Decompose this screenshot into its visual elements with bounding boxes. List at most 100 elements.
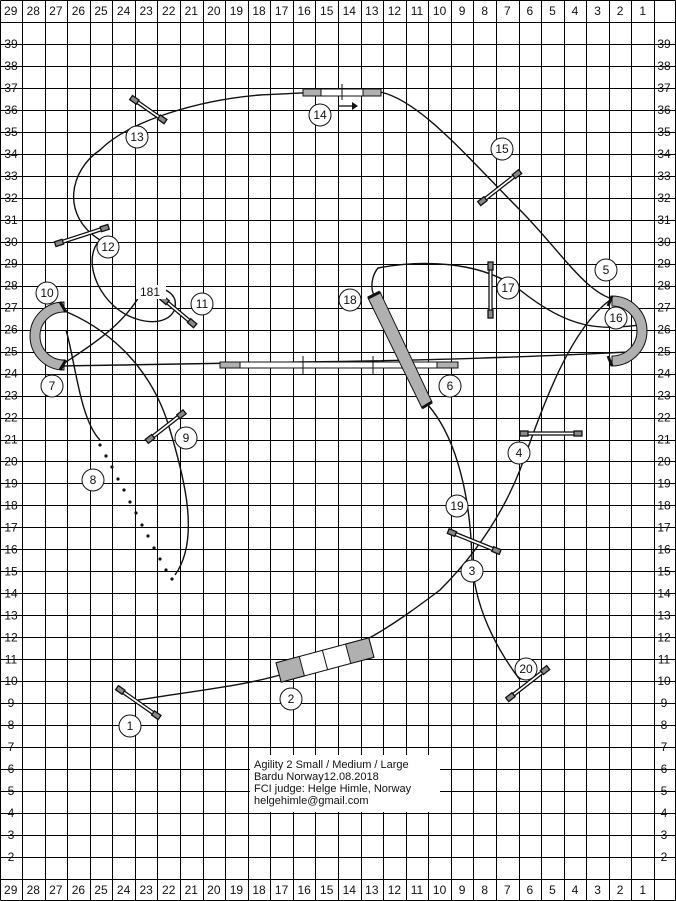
row-label-right: 7 (661, 740, 668, 754)
row-label-left: 9 (8, 696, 15, 710)
column-label-bottom: 1 (639, 883, 646, 897)
column-label-top: 15 (320, 4, 334, 18)
column-label-bottom: 9 (459, 883, 466, 897)
marker-181: 181 (140, 285, 160, 299)
aframe (275, 637, 375, 683)
jumps (53, 94, 583, 721)
number-17: 17 (496, 276, 520, 300)
column-label-bottom: 2 (617, 883, 624, 897)
row-label-right: 3 (661, 828, 668, 842)
number-19: 19 (445, 494, 469, 518)
column-label-bottom: 27 (49, 883, 63, 897)
row-label-right: 36 (657, 103, 671, 117)
number-10: 10 (35, 281, 59, 305)
column-label-bottom: 17 (275, 883, 289, 897)
row-label-right: 37 (657, 81, 671, 95)
row-label-right: 14 (657, 586, 671, 600)
row-label-left: 29 (4, 257, 18, 271)
row-label-left: 37 (4, 81, 18, 95)
column-label-top: 4 (572, 4, 579, 18)
column-label-bottom: 10 (433, 883, 447, 897)
row-label-right: 4 (661, 806, 668, 820)
row-label-left: 10 (4, 674, 18, 688)
row-label-left: 26 (4, 323, 18, 337)
column-label-bottom: 7 (504, 883, 511, 897)
column-label-top: 23 (139, 4, 153, 18)
row-label-left: 17 (4, 520, 18, 534)
column-label-top: 3 (594, 4, 601, 18)
row-label-right: 32 (657, 191, 671, 205)
column-label-bottom: 20 (207, 883, 221, 897)
svg-text:15: 15 (495, 142, 509, 156)
row-label-right: 33 (657, 169, 671, 183)
column-label-top: 24 (117, 4, 131, 18)
svg-text:14: 14 (313, 108, 327, 122)
row-label-left: 25 (4, 345, 18, 359)
row-label-left: 38 (4, 59, 18, 73)
row-label-right: 5 (661, 784, 668, 798)
row-label-right: 10 (657, 674, 671, 688)
row-label-left: 27 (4, 301, 18, 315)
column-label-bottom: 5 (549, 883, 556, 897)
column-label-top: 10 (433, 4, 447, 18)
row-label-left: 19 (4, 476, 18, 490)
svg-text:10: 10 (40, 286, 54, 300)
course-info: Agility 2 Small / Medium / Large Bardu N… (250, 755, 440, 812)
row-label-right: 20 (657, 455, 671, 469)
column-label-bottom: 19 (230, 883, 244, 897)
row-label-left: 15 (4, 564, 18, 578)
column-label-bottom: 24 (117, 883, 131, 897)
svg-text:4: 4 (516, 446, 523, 460)
row-label-right: 38 (657, 59, 671, 73)
svg-text:8: 8 (90, 473, 97, 487)
weave-poles (98, 443, 174, 581)
row-label-right: 16 (657, 542, 671, 556)
number-11: 11 (190, 292, 214, 316)
number-1: 1 (118, 714, 142, 738)
row-label-right: 28 (657, 279, 671, 293)
column-label-top: 13 (365, 4, 379, 18)
row-label-left: 4 (8, 806, 15, 820)
svg-text:17: 17 (501, 281, 515, 295)
number-7: 7 (40, 374, 64, 398)
row-label-right: 2 (661, 850, 668, 864)
number-13: 13 (125, 125, 149, 149)
row-label-left: 34 (4, 147, 18, 161)
column-label-top: 12 (388, 4, 402, 18)
row-label-right: 27 (657, 301, 671, 315)
number-6: 6 (438, 374, 462, 398)
column-label-top: 1 (639, 4, 646, 18)
row-labels-right: 3938373635343332313029282726252423222120… (657, 37, 671, 864)
row-label-left: 24 (4, 367, 18, 381)
row-label-right: 18 (657, 498, 671, 512)
row-label-left: 35 (4, 125, 18, 139)
row-label-right: 34 (657, 147, 671, 161)
number-15: 15 (490, 137, 514, 161)
number-12: 12 (96, 235, 120, 259)
column-label-bottom: 14 (343, 883, 357, 897)
row-label-left: 3 (8, 828, 15, 842)
row-label-right: 29 (657, 257, 671, 271)
number-14: 14 (308, 103, 332, 127)
number-3: 3 (460, 559, 484, 583)
row-label-left: 32 (4, 191, 18, 205)
row-label-right: 8 (661, 718, 668, 732)
column-label-top: 8 (481, 4, 488, 18)
info-line-1: Agility 2 Small / Medium / Large (254, 759, 409, 771)
course-path (57, 90, 641, 701)
number-20: 20 (514, 657, 538, 681)
column-label-top: 2 (617, 4, 624, 18)
column-label-bottom: 4 (572, 883, 579, 897)
row-label-left: 33 (4, 169, 18, 183)
svg-text:6: 6 (447, 379, 454, 393)
column-label-top: 22 (162, 4, 176, 18)
column-label-top: 11 (411, 4, 424, 18)
svg-text:16: 16 (609, 311, 623, 325)
number-2: 2 (279, 687, 303, 711)
row-label-left: 31 (4, 213, 18, 227)
row-label-left: 39 (4, 37, 18, 51)
row-label-right: 12 (657, 630, 671, 644)
info-line-3: FCI judge: Helge Himle, Norway (254, 783, 412, 795)
number-5: 5 (594, 258, 618, 282)
